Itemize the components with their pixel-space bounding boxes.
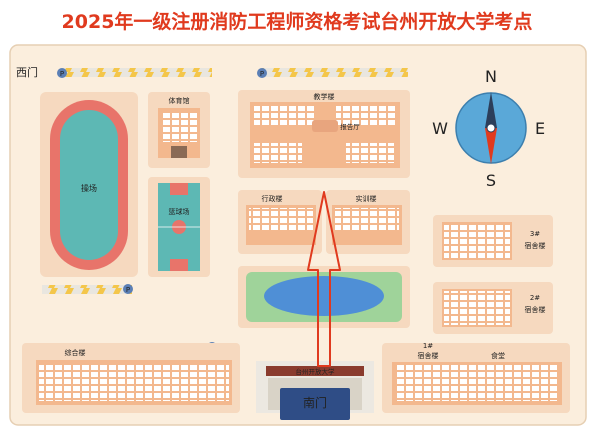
dorm3-number: 3# xyxy=(530,230,540,238)
gym-label: 体育馆 xyxy=(169,96,190,105)
dorm1-label: 宿舍楼 xyxy=(418,351,439,360)
dorm3-label: 宿舍楼 xyxy=(525,241,546,250)
compass-west: W xyxy=(432,119,448,138)
complex-label: 综合楼 xyxy=(65,348,86,357)
dorm-2: 2# 宿舍楼 xyxy=(433,282,553,334)
training-building: 实训楼 xyxy=(326,190,410,254)
dorm-3: 3# 宿舍楼 xyxy=(433,215,553,267)
south-gate: 台州开放大学 南门 xyxy=(256,361,374,420)
teaching-building: 教学楼 报告厅 xyxy=(238,90,410,178)
playground: 操场 xyxy=(40,92,138,277)
svg-text:P: P xyxy=(60,70,64,78)
basketball-label: 篮球场 xyxy=(169,207,190,216)
basketball-court: 篮球场 xyxy=(148,177,210,277)
west-gate-label: 西门 xyxy=(16,65,38,79)
canteen-label: 食堂 xyxy=(491,351,505,360)
road-north-west xyxy=(62,68,212,77)
south-gate-label: 南门 xyxy=(303,395,327,410)
complex-building: 综合楼 xyxy=(22,343,240,413)
playground-label: 操场 xyxy=(81,183,97,193)
dorm2-number: 2# xyxy=(530,294,540,302)
route-arrow xyxy=(307,191,341,367)
gate-sign: 台州开放大学 xyxy=(296,367,336,376)
compass-east: E xyxy=(535,119,545,138)
parking-sign-2: P xyxy=(257,68,267,78)
training-label: 实训楼 xyxy=(356,194,377,203)
lecture-hall-label: 报告厅 xyxy=(340,122,360,131)
dorm2-label: 宿舍楼 xyxy=(525,305,546,314)
admin-building: 行政楼 xyxy=(238,190,322,254)
road-west-mid xyxy=(42,285,132,294)
admin-label: 行政楼 xyxy=(262,194,283,203)
teaching-label: 教学楼 xyxy=(314,92,335,101)
compass: N W E S xyxy=(432,67,545,190)
parking-sign-3: P xyxy=(123,284,133,294)
svg-text:P: P xyxy=(126,286,130,294)
dorm-1-canteen: 1# 宿舍楼 食堂 xyxy=(382,342,570,413)
svg-text:P: P xyxy=(260,70,264,78)
gym: 体育馆 xyxy=(148,92,210,168)
road-north-mid xyxy=(262,68,408,77)
parking-sign-1: P xyxy=(57,68,67,78)
page-title: 2025年一级注册消防工程师资格考试台州开放大学考点 xyxy=(62,10,533,33)
compass-south: S xyxy=(486,171,496,190)
map-frame xyxy=(9,44,587,426)
compass-north: N xyxy=(485,67,497,86)
dorm1-number: 1# xyxy=(423,342,433,350)
garden-pond xyxy=(238,266,410,328)
